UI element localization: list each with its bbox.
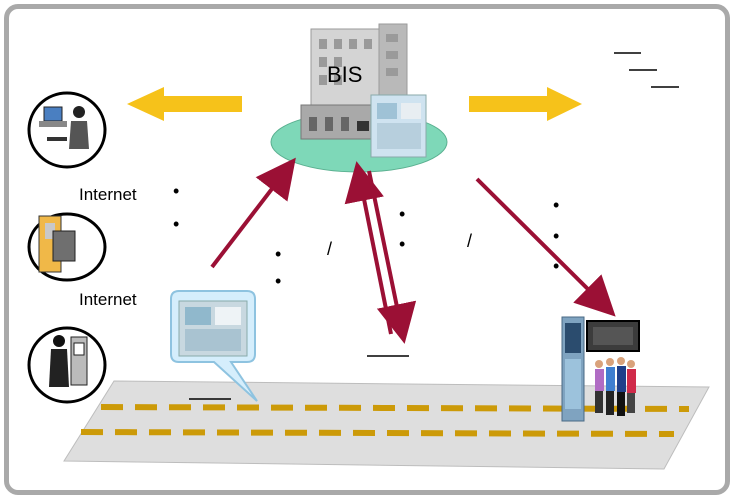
bus-stop-passengers-icon [561,316,640,422]
bullet-5: • [399,204,406,224]
diagram-canvas [27,23,710,470]
red-arrow-down-right [475,177,616,317]
lane-markings-top [100,404,690,412]
kiosk-user-icon [27,326,107,404]
bullet-7: • [553,195,560,215]
red-arrow-up-left [210,157,296,269]
mobile-phone-icon [27,212,107,282]
road [63,380,710,470]
yellow-arrow-left [127,87,242,121]
bullet-3: • [275,244,282,264]
bullet-6: • [399,234,406,254]
red-arrow-down-center [367,170,417,344]
lane-markings-bottom [80,429,675,437]
bullet-9: • [553,256,560,276]
computer-user-icon [27,91,107,169]
internet-label-2: Internet [79,290,137,309]
slash-1: / [327,239,333,259]
yellow-arrow-right [469,87,582,121]
bis-label: BIS [327,62,363,87]
info-screen-bubble-icon [170,290,258,402]
bullet-4: • [275,271,282,291]
slash-2: / [467,231,473,251]
bullet-1: • [173,181,180,201]
internet-label-1: Internet [79,185,137,204]
bullet-2: • [173,214,180,234]
diagram-frame: BIS Internet Internet • • • • • • • • • … [4,4,730,495]
info-screen-icon [370,94,427,158]
bullet-8: • [553,226,560,246]
